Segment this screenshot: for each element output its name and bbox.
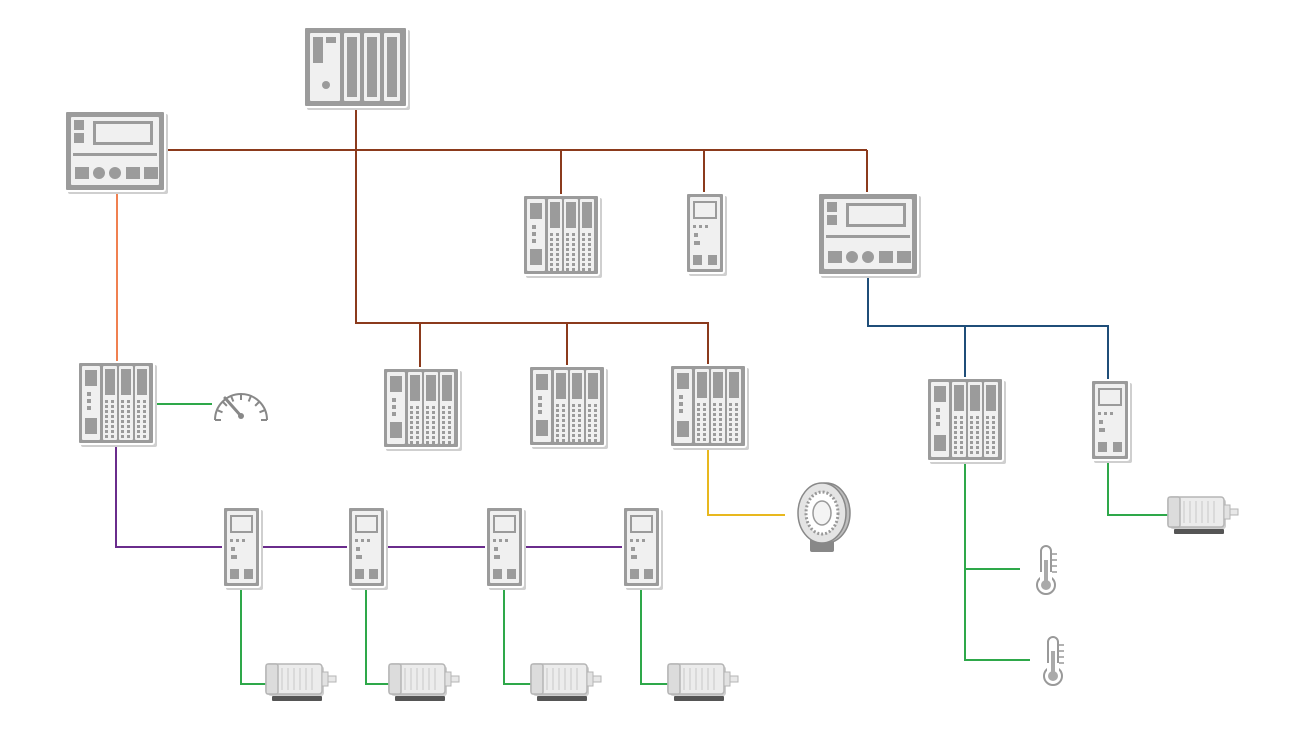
hmi-left-hmi-panel-icon [64, 110, 168, 194]
drive-right-servo-drive-icon [1090, 379, 1132, 463]
thermo-1-thermometer-icon [1036, 545, 1057, 595]
hmi-right-to-io-right-bus [867, 275, 1109, 380]
drive-bottom-1-servo-drive-icon [222, 506, 263, 590]
io-left-to-drives-bus [115, 445, 636, 548]
io-mid-2-io-module-icon [528, 365, 608, 449]
motor-2-motor-icon [388, 663, 460, 701]
drive-bottom-3-servo-drive-icon [485, 506, 526, 590]
hmi-right-hmi-panel-icon [817, 192, 921, 278]
io-left-io-module-icon [77, 361, 157, 447]
gauge-1-gauge-icon [214, 393, 268, 421]
motor-3-motor-icon [530, 663, 602, 701]
drive-bottom-2-servo-drive-icon [347, 506, 388, 590]
io-mid-3-io-module-icon [669, 364, 749, 450]
io-mid-3-to-encoder [707, 448, 785, 516]
drives-to-motors [240, 588, 668, 685]
plc-to-lower-bus [355, 150, 709, 368]
main-bus [165, 108, 868, 195]
io-right-to-thermometers [964, 462, 1030, 661]
io-top-1-io-module-icon [522, 194, 602, 278]
motor-right-motor-icon [1167, 496, 1239, 534]
thermo-2-thermometer-icon [1043, 636, 1064, 686]
drive-top-servo-drive-icon [685, 192, 727, 276]
motor-1-motor-icon [265, 663, 337, 701]
drive-bottom-4-servo-drive-icon [622, 506, 663, 590]
motor-4-motor-icon [667, 663, 739, 701]
io-mid-1-io-module-icon [382, 367, 462, 451]
encoder-1-encoder-wheel-icon [797, 482, 851, 552]
plc-main-plc-rack-icon [303, 26, 410, 110]
io-right-io-module-icon [926, 377, 1006, 464]
drive-right-to-motor [1107, 460, 1168, 516]
